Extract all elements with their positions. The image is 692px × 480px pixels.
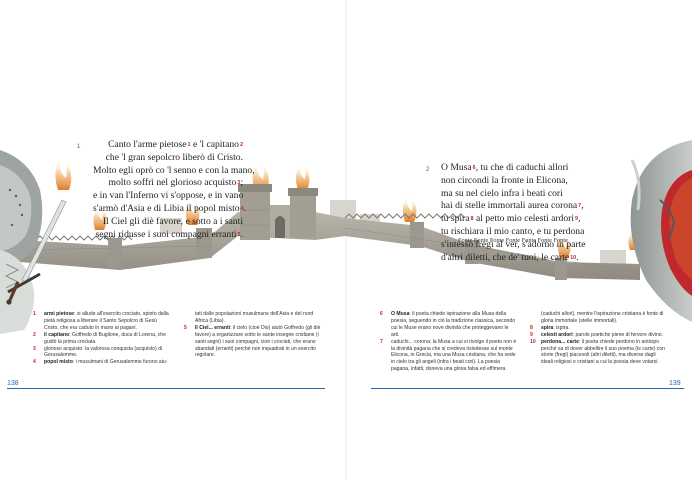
verse-line: ma su nel cielo infra i beati cori [441,187,563,199]
page-number-right: 139 [669,380,681,387]
stanza-number: 1 [77,144,81,150]
verse-line: O Musa6, tu che di caduchi allori [441,162,569,173]
note-marker[interactable]: 4 [240,205,244,212]
footnotes-column-4: (caduchi allori), mentre l'ispirazione c… [530,311,665,366]
verse-line: molto soffrì nel glorioso acquisto3; [108,177,243,189]
note-marker[interactable]: 10 [570,254,577,261]
stanza-number: 2 [426,167,430,173]
verse-line: segni ridusse i suoi compagni erranti5. [95,228,243,240]
footer-rule-left [7,388,325,389]
note-marker[interactable]: 2 [239,142,243,148]
verse-line: che 'l gran sepolcro liberò di Cristo. [105,151,243,163]
verse-line: e in van l'Inferno vi s'oppose, e in van… [93,190,244,202]
note-marker[interactable]: 8 [470,216,474,223]
verse-line: tu spira8 al petto mio celesti ardori9, [441,213,581,225]
note-marker[interactable]: 9 [575,216,579,223]
footnotes-column-2: tati dalle popolazioni musulmane dell'As… [184,311,322,359]
footer-rule-right [371,388,684,389]
page-number-left: 138 [7,380,19,387]
verse-line: Molto egli oprò co 'l senno e con la man… [93,164,255,176]
note-marker[interactable]: 5 [237,231,241,238]
note-marker[interactable]: 7 [578,203,582,210]
note-marker[interactable]: 1 [187,142,191,148]
verse-line: tu rischiara il mio canto, e tu perdona [441,225,585,237]
verse-line: Canto l'arme pietose1 e 'l capitano2 [108,139,243,150]
stanza-1: 1 Canto l'arme pietose1 e 'l capitano2 c… [77,139,255,241]
verse-line: hai di stelle immortali aurea corona7, [441,200,584,212]
verse-line: non circondi la fronte in Elicona, [441,174,568,186]
crusader-shield-right [630,140,692,322]
footnote: tati dalle popolazioni musulmane dell'As… [195,311,314,324]
verse-line: d'altri diletti, che de' tuoi, le carte1… [441,251,579,263]
note-marker[interactable]: 6 [472,165,476,171]
image-credit: Fonte Fonte Fonte Fonte Fonte Fonte Font… [458,237,568,244]
verse-line: s'intesso fregi al ver, s'adorno in part… [441,238,586,250]
sword [6,199,67,305]
verse-line: Il Ciel gli diè favore, e sotto a i sant… [102,215,243,227]
stanza-2: 2 O Musa6, tu che di caduchi allori non … [426,162,591,264]
crusader-helmet-left [0,150,43,334]
note-marker[interactable]: 3 [237,180,241,187]
verse-line: s'armò d'Asia e di Libia il popol misto4… [93,202,247,214]
footnote: (caduchi allori), mentre l'ispirazione c… [541,311,664,324]
city-wall [19,184,641,280]
book-gutter [345,0,347,480]
